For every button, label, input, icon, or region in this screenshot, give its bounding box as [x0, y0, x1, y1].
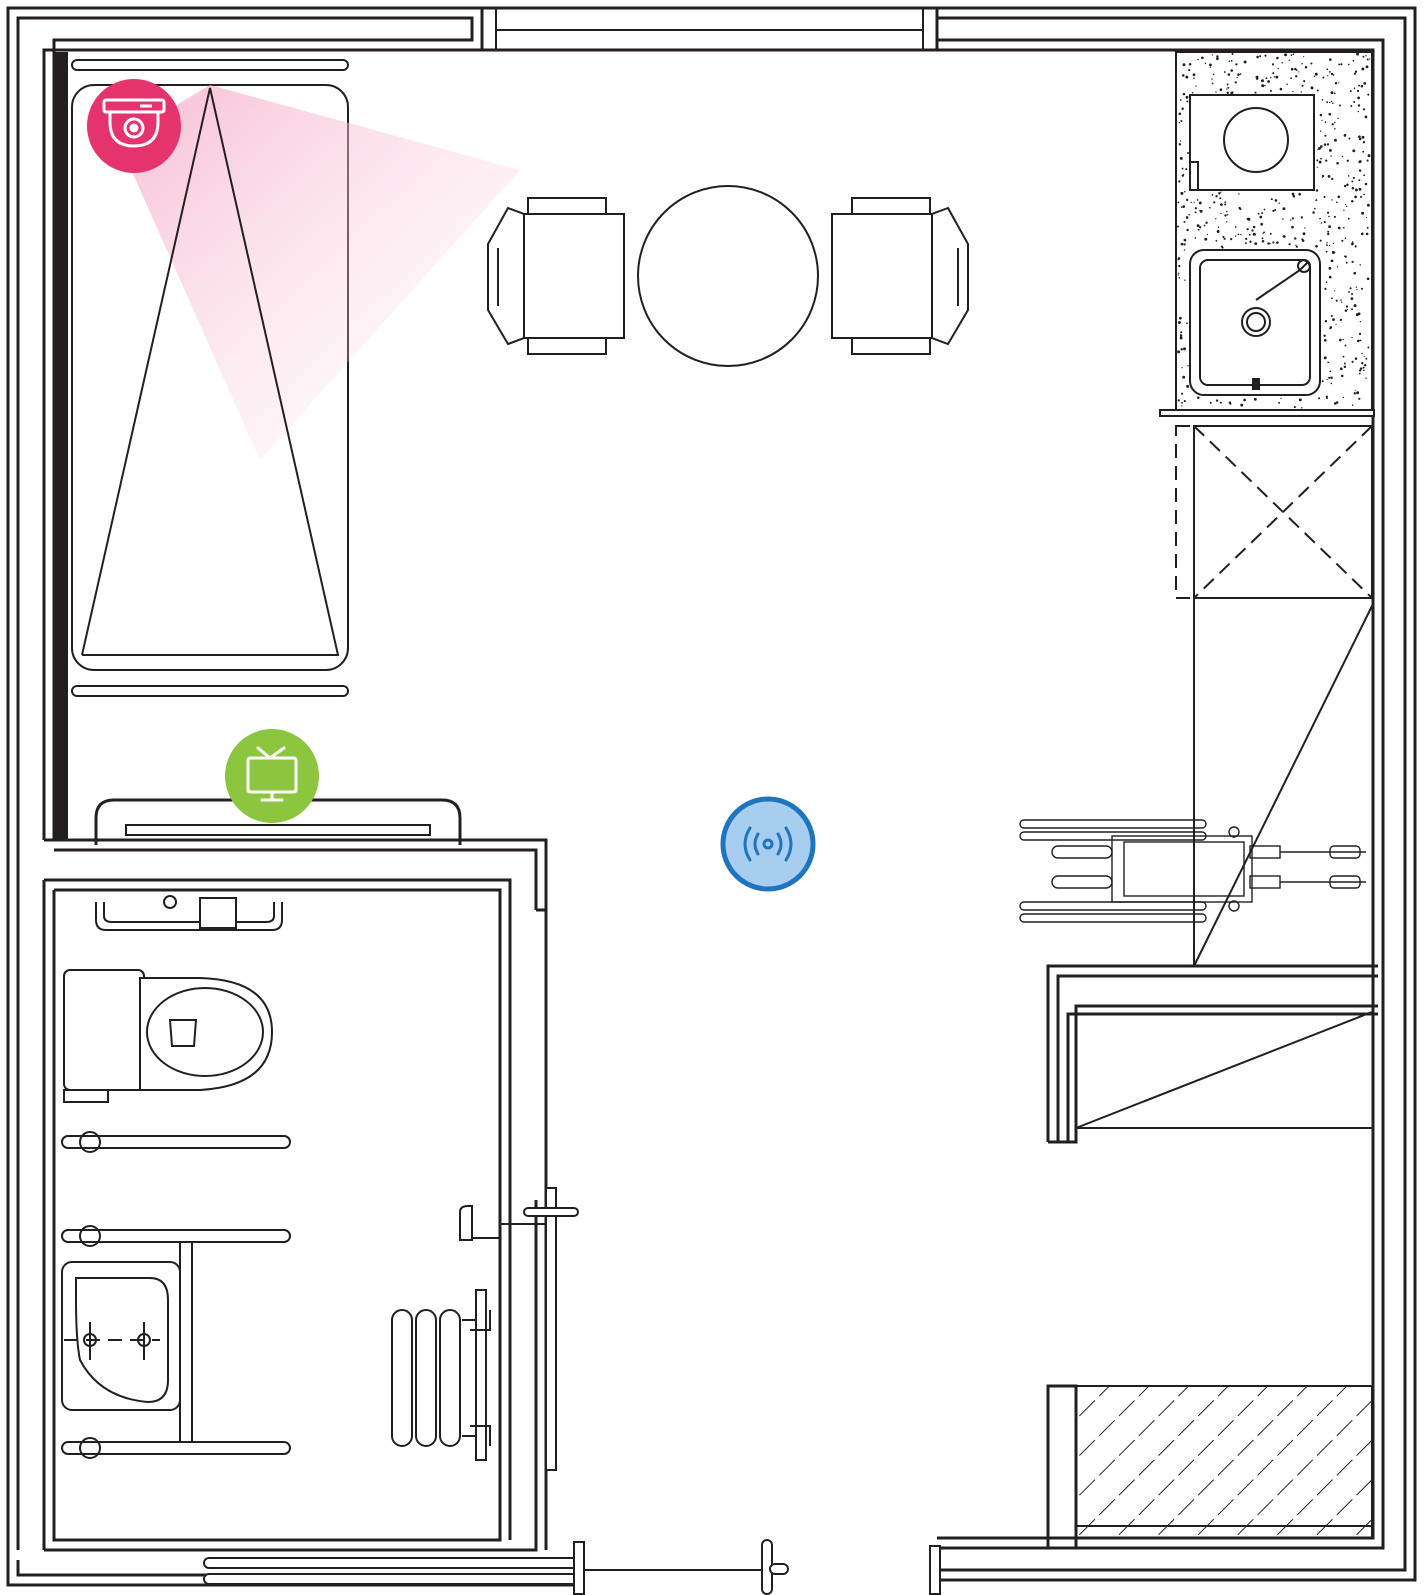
tv-monitor-icon [246, 746, 298, 802]
wheelchair [1019, 819, 1366, 923]
wireless-signal-icon [743, 826, 793, 862]
security-camera-icon [102, 98, 166, 148]
wardrobe [1046, 964, 1378, 1144]
camera-view-cone [118, 85, 520, 460]
tv-sensor[interactable] [225, 729, 319, 823]
security-camera-sensor[interactable] [87, 79, 181, 173]
kitchen-counter [1159, 51, 1375, 417]
dining-set [487, 185, 969, 367]
bathroom-sliding-door [500, 1187, 579, 1471]
washbasin [61, 1261, 181, 1411]
folding-shower-seat [391, 1205, 500, 1461]
appliance-space [1175, 425, 1373, 967]
presence-sensor[interactable] [720, 796, 816, 892]
grab-bars [61, 895, 291, 1459]
entrance-door [203, 1539, 941, 1595]
outer-walls [6, 6, 1417, 1587]
hatched-storage [1046, 1384, 1373, 1548]
bed [54, 52, 520, 840]
toilet [63, 969, 274, 1103]
granite-texture [1176, 52, 1371, 409]
